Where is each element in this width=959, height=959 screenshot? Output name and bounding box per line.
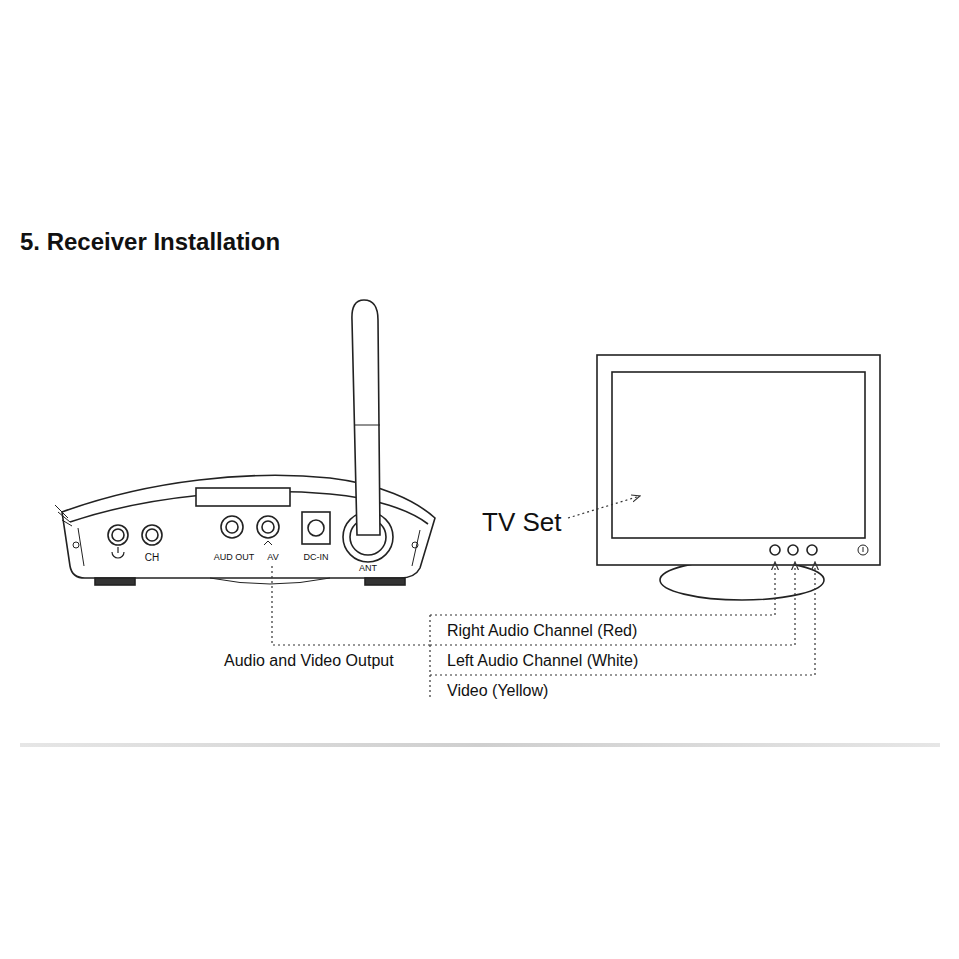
tv-drawing <box>597 355 880 600</box>
signal-label: Video (Yellow) <box>445 682 550 700</box>
receiver-drawing <box>55 300 435 585</box>
panel-label: DC-IN <box>304 552 329 562</box>
panel-label: ANT <box>357 563 379 573</box>
divider-rule <box>20 743 940 747</box>
panel-label: CH <box>145 552 159 564</box>
output-label: Audio and Video Output <box>222 652 396 670</box>
panel-label: AUD OUT <box>214 552 255 562</box>
diagram-title: 5. Receiver Installation <box>20 228 280 256</box>
part-label: TV Set <box>480 508 563 538</box>
panel-label: AV <box>267 552 278 562</box>
signal-label: Left Audio Channel (White) <box>445 652 640 670</box>
signal-label: Right Audio Channel (Red) <box>445 622 639 640</box>
